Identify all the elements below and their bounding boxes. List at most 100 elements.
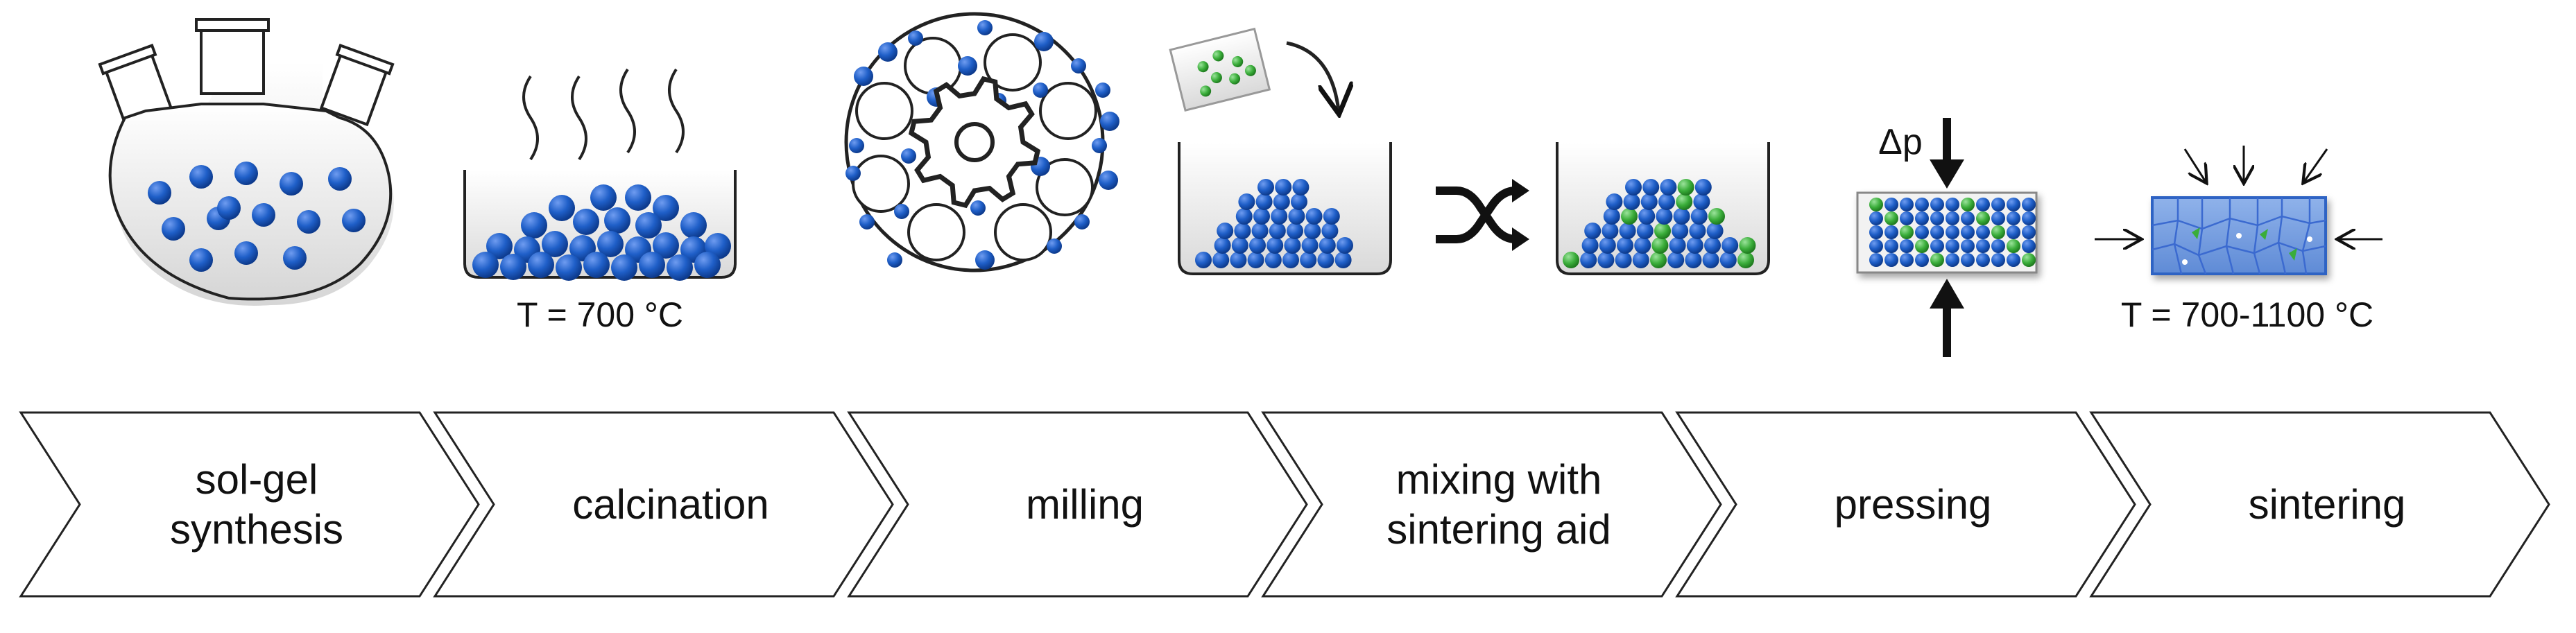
powder-particle xyxy=(1673,208,1690,225)
powder-particle xyxy=(1976,253,1990,267)
powder-particle xyxy=(1930,239,1944,253)
powder-particle xyxy=(1869,211,1883,225)
powder-particle xyxy=(1884,198,1898,211)
powder-particle xyxy=(1930,225,1944,239)
powder-particle xyxy=(1317,252,1334,268)
powder-particle xyxy=(1900,253,1914,267)
powder-particle xyxy=(1669,237,1686,254)
powder-particle xyxy=(590,184,617,211)
powder-particle xyxy=(2007,253,2020,267)
powder-particle xyxy=(1095,83,1110,98)
powder-particle xyxy=(2022,211,2036,225)
powder-particle xyxy=(1273,193,1290,210)
sintering-aid-vial-icon xyxy=(1169,27,1271,112)
sintering-aid-particle xyxy=(2007,239,2020,253)
sintering-aid-particle xyxy=(2022,253,2036,267)
powder-particle xyxy=(1915,211,1929,225)
powder-particle xyxy=(1702,252,1719,268)
powder-particle xyxy=(1667,252,1685,268)
powder-particle xyxy=(1638,208,1656,225)
powder-particle xyxy=(1991,253,2005,267)
powder-particle xyxy=(528,252,554,278)
powder-particle xyxy=(635,212,662,239)
powder-particle xyxy=(1282,252,1299,268)
powder-particle xyxy=(1930,211,1944,225)
powder-particle xyxy=(2022,239,2036,253)
powder-particle xyxy=(2022,198,2036,211)
powder-particle xyxy=(1238,193,1255,210)
powder-particle xyxy=(1033,83,1048,98)
heat-waves-icon xyxy=(522,68,685,161)
step-label-line: pressing xyxy=(1834,480,1992,528)
powder-particle xyxy=(977,20,993,35)
powder-particle xyxy=(680,212,707,239)
powder-particle xyxy=(1976,239,1990,253)
powder-particle xyxy=(1269,223,1286,239)
powder-particle xyxy=(653,232,679,259)
powder-particle xyxy=(556,254,582,281)
powder-particle xyxy=(1991,211,2005,225)
powder-particle xyxy=(1253,208,1270,225)
powder-particle xyxy=(1212,252,1230,268)
powder-particle xyxy=(1623,193,1640,210)
powder-particle xyxy=(1100,112,1119,131)
powder-particle xyxy=(1304,223,1321,239)
powder-particle xyxy=(1603,208,1620,225)
calcination-beaker-icon xyxy=(463,68,737,281)
powder-particle xyxy=(1900,239,1914,253)
sintering-aid-particle xyxy=(1915,239,1929,253)
powder-particle xyxy=(1319,237,1336,254)
sintering-aid-particle xyxy=(1621,208,1638,225)
step-label-line: sol-gel xyxy=(195,456,318,503)
powder-particle xyxy=(1719,252,1737,268)
powder-particle xyxy=(1946,239,1959,253)
sintering-aid-particle xyxy=(1739,237,1756,254)
powder-particle xyxy=(1976,225,1990,239)
powder-particle xyxy=(189,165,213,189)
powder-particle xyxy=(845,166,861,181)
powder-particle xyxy=(1287,223,1303,239)
powder-particle xyxy=(859,214,875,229)
powder-particle xyxy=(297,210,320,234)
powder-particle xyxy=(1606,193,1623,210)
powder-particle xyxy=(521,212,547,239)
powder-particle xyxy=(1690,208,1708,225)
step-label-line: synthesis xyxy=(169,505,344,553)
powder-particle xyxy=(1257,179,1274,196)
powder-particle xyxy=(1704,237,1721,254)
powder-particle xyxy=(500,254,526,280)
powder-particle xyxy=(1961,211,1975,225)
powder-particle xyxy=(1930,198,1944,211)
powder-particle xyxy=(1625,179,1642,196)
powder-particle xyxy=(1869,239,1883,253)
powder-particle xyxy=(604,207,630,234)
powder-particle xyxy=(217,196,241,220)
powder-particle xyxy=(1271,208,1288,225)
powder-particle xyxy=(1323,208,1340,225)
powder-particle xyxy=(162,217,185,241)
powder-particle xyxy=(1946,225,1959,239)
powder-particle xyxy=(1961,239,1975,253)
powder-particle xyxy=(1656,208,1673,225)
powder-particle xyxy=(854,67,873,86)
powder-particle xyxy=(1900,198,1914,211)
powder-particle xyxy=(2022,225,2036,239)
step-label-line: sintering aid xyxy=(1386,505,1611,553)
powder-particle xyxy=(901,148,916,164)
powder-particle xyxy=(908,31,923,46)
powder-particle xyxy=(1689,223,1706,239)
sintering-aid-particle xyxy=(1900,225,1914,239)
powder-particle xyxy=(1099,171,1118,190)
step-chevron-pressing xyxy=(1675,411,2136,598)
powder-particle xyxy=(1092,138,1107,153)
powder-particle xyxy=(1636,223,1654,239)
powder-particle xyxy=(1234,223,1251,239)
powder-particle xyxy=(1634,237,1651,254)
powder-particle xyxy=(1264,252,1282,268)
milling-ball xyxy=(855,82,913,140)
powder-particle xyxy=(1334,252,1352,268)
powder-particle xyxy=(1694,179,1712,196)
shuffle-icon xyxy=(1436,179,1529,251)
step-chevron-sintering xyxy=(2089,411,2550,598)
pressing-illustration xyxy=(1856,118,2038,357)
